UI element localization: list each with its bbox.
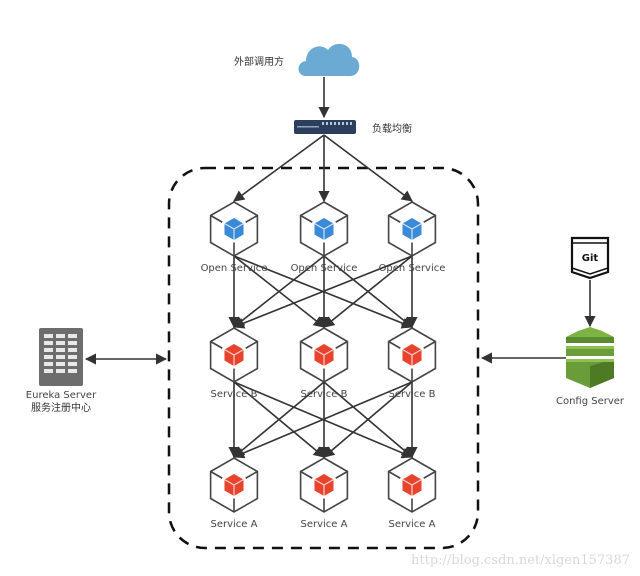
watermark: http://blog.csdn.net/xlgen157387 [411, 553, 630, 568]
cube-icon [314, 474, 334, 496]
lb-to-open-service-link [323, 134, 413, 202]
cube-icon [402, 474, 422, 496]
edges [228, 77, 418, 459]
cube-icon [224, 344, 244, 366]
config-server-label: Config Server [556, 396, 625, 407]
open-service-node: Open Service [201, 201, 268, 274]
service-a-label: Service A [301, 519, 348, 530]
git-label: Git [582, 253, 599, 264]
service-b-node: Service B [387, 327, 437, 400]
config-server-icon [566, 327, 614, 388]
service-a-label: Service A [389, 519, 436, 530]
service-b-label: Service B [211, 389, 258, 400]
open-service-to-service-b-link [233, 255, 325, 328]
open-service-node: Open Service [291, 201, 358, 274]
cube-icon [314, 344, 334, 366]
service-a-node: Service A [209, 457, 259, 530]
open-service-label: Open Service [379, 263, 446, 274]
open-service-node: Open Service [379, 201, 446, 274]
service-b-to-service-a-link [233, 381, 325, 458]
open-service-label: Open Service [201, 263, 268, 274]
open-service-to-service-b-link [323, 255, 413, 328]
service-a-node: Service A [387, 457, 437, 530]
cube-icon [402, 344, 422, 366]
load-balancer-label: 负载均衡 [372, 122, 412, 135]
open-service-label: Open Service [291, 263, 358, 274]
service-b-to-service-a-link [323, 381, 413, 458]
service-b-to-service-a-link [232, 381, 413, 459]
lb-to-open-service-link [233, 134, 325, 202]
open-service-to-service-b-link [232, 255, 413, 329]
service-b-label: Service B [389, 389, 436, 400]
service-a-node: Service A [299, 457, 349, 530]
service-b-label: Service B [301, 389, 348, 400]
load-balancer-icon [294, 120, 356, 134]
external-caller-label: 外部调用方 [234, 55, 284, 68]
git-repo-icon [570, 236, 610, 280]
service-b-node: Service B [299, 327, 349, 400]
eureka-label: Eureka Server [26, 390, 97, 401]
service-b-node: Service B [209, 327, 259, 400]
service-a-label: Service A [211, 519, 258, 530]
cloud-icon [298, 43, 360, 76]
eureka-sublabel: 服务注册中心 [31, 401, 91, 414]
cube-icon [402, 218, 422, 240]
cube-icon [314, 218, 334, 240]
cube-icon [224, 218, 244, 240]
cube-icon [224, 474, 244, 496]
server-rack-icon [39, 328, 83, 386]
